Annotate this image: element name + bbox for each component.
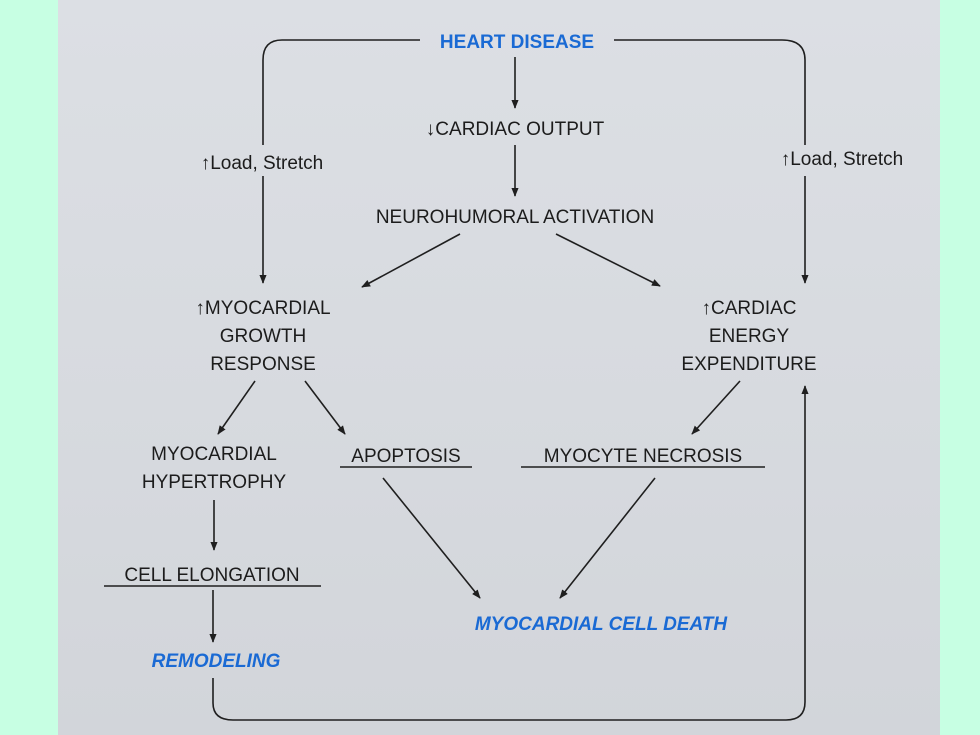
growth-to-apoptosis-arrow — [304, 380, 346, 435]
myocardial-cell-death-node: MYOCARDIAL CELL DEATH — [475, 614, 729, 635]
loop-right-connector — [614, 39, 806, 145]
neurohumoral-to-growth-arrow — [361, 233, 461, 288]
svg-text:EXPENDITURE: EXPENDITURE — [681, 354, 816, 375]
svg-text:GROWTH: GROWTH — [220, 326, 307, 347]
neurohumoral-activation-node: NEUROHUMORAL ACTIVATION — [376, 207, 654, 228]
svg-text:RESPONSE: RESPONSE — [210, 354, 316, 375]
myocardial-growth-response-node: ↑MYOCARDIAL GROWTH RESPONSE — [195, 298, 330, 375]
connectors — [209, 39, 809, 721]
remodeling-node: REMODELING — [152, 651, 281, 672]
svg-text:MYOCARDIAL: MYOCARDIAL — [151, 444, 277, 465]
myocardial-hypertrophy-node: MYOCARDIAL HYPERTROPHY — [142, 444, 287, 493]
svg-text:ENERGY: ENERGY — [709, 326, 790, 347]
heart-disease-node: HEART DISEASE — [440, 32, 594, 53]
diagram-panel — [58, 0, 940, 735]
svg-text:↑MYOCARDIAL: ↑MYOCARDIAL — [195, 298, 330, 319]
cardiac-energy-expenditure-node: ↑CARDIAC ENERGY EXPENDITURE — [681, 298, 816, 375]
svg-text:↑CARDIAC: ↑CARDIAC — [701, 298, 796, 319]
necrosis-to-death-arrow — [559, 477, 656, 599]
apoptosis-to-death-arrow — [382, 477, 481, 599]
apoptosis-node: APOPTOSIS — [351, 446, 460, 467]
remodeling-feedback-arrow — [212, 385, 809, 721]
growth-to-hypertrophy-arrow — [217, 380, 256, 435]
energy-to-necrosis-arrow — [691, 380, 741, 435]
neurohumoral-to-energy-arrow — [555, 233, 661, 287]
svg-text:HYPERTROPHY: HYPERTROPHY — [142, 472, 287, 493]
load-stretch-left-label: ↑Load, Stretch — [201, 153, 324, 174]
cell-elongation-node: CELL ELONGATION — [124, 565, 299, 586]
loop-left-connector — [262, 39, 420, 145]
load-stretch-right-label: ↑Load, Stretch — [781, 149, 904, 170]
myocyte-necrosis-node: MYOCYTE NECROSIS — [544, 446, 742, 467]
cardiac-output-node: ↓CARDIAC OUTPUT — [426, 119, 605, 140]
